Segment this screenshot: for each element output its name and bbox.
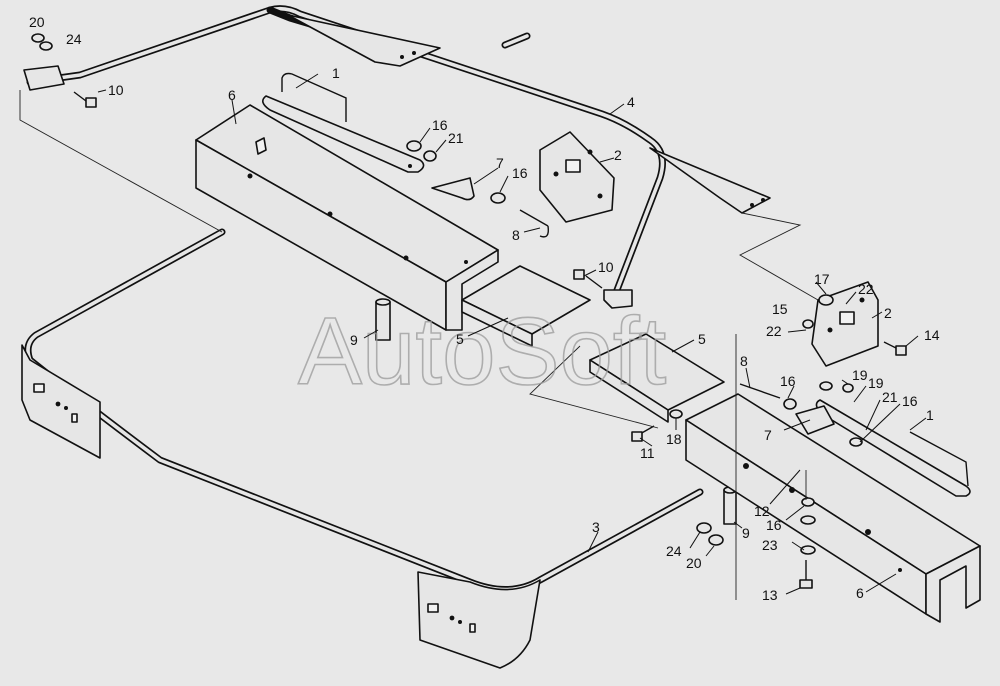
callout-20: 20	[686, 555, 702, 571]
callout-19: 19	[852, 367, 868, 383]
callout-9: 9	[350, 332, 358, 348]
callout-21: 21	[448, 130, 464, 146]
right-assembly	[631, 281, 971, 589]
callout-22: 22	[766, 323, 782, 339]
lower-tube-frame	[21, 228, 704, 669]
callout-13: 13	[762, 587, 778, 603]
callout-21: 21	[882, 389, 898, 405]
callout-16: 16	[766, 517, 782, 533]
callout-1: 1	[926, 407, 934, 423]
callout-24: 24	[666, 543, 682, 559]
upper-tube-frame	[23, 5, 771, 309]
callout-16: 16	[432, 117, 448, 133]
callout-6: 6	[228, 87, 236, 103]
callout-15: 15	[772, 301, 788, 317]
callout-10: 10	[598, 259, 614, 275]
callout-16: 16	[780, 373, 796, 389]
callout-1: 1	[332, 65, 340, 81]
fasteners-left-top	[31, 33, 615, 289]
callout-labels: 20 24 10 1 6 16 21 7 16 2 4 8 10 9 5 5 1…	[29, 14, 940, 603]
assembly-guides	[19, 90, 819, 600]
callout-7: 7	[496, 155, 504, 171]
callout-16: 16	[512, 165, 528, 181]
callout-12: 12	[754, 503, 770, 519]
callout-16: 16	[902, 393, 918, 409]
callout-20: 20	[29, 14, 45, 30]
watermark: AutoSoft	[298, 298, 666, 405]
callout-8: 8	[512, 227, 520, 243]
callout-2: 2	[614, 147, 622, 163]
callout-22: 22	[858, 281, 874, 297]
callout-10: 10	[108, 82, 124, 98]
callout-7: 7	[764, 427, 772, 443]
callout-23: 23	[762, 537, 778, 553]
callout-5: 5	[698, 331, 706, 347]
callout-9: 9	[742, 525, 750, 541]
left-channel-6	[195, 104, 499, 331]
callout-18: 18	[666, 431, 682, 447]
callout-6: 6	[856, 585, 864, 601]
callout-24: 24	[66, 31, 82, 47]
callout-11: 11	[640, 445, 655, 461]
callout-4: 4	[627, 94, 635, 110]
callout-5: 5	[456, 331, 464, 347]
callout-2: 2	[884, 305, 892, 321]
callout-19: 19	[868, 375, 884, 391]
handle-1-left	[262, 72, 425, 173]
callout-3: 3	[592, 519, 600, 535]
callout-8: 8	[740, 353, 748, 369]
callout-14: 14	[924, 327, 940, 343]
leader-lines	[97, 73, 927, 595]
callout-17: 17	[814, 271, 830, 287]
